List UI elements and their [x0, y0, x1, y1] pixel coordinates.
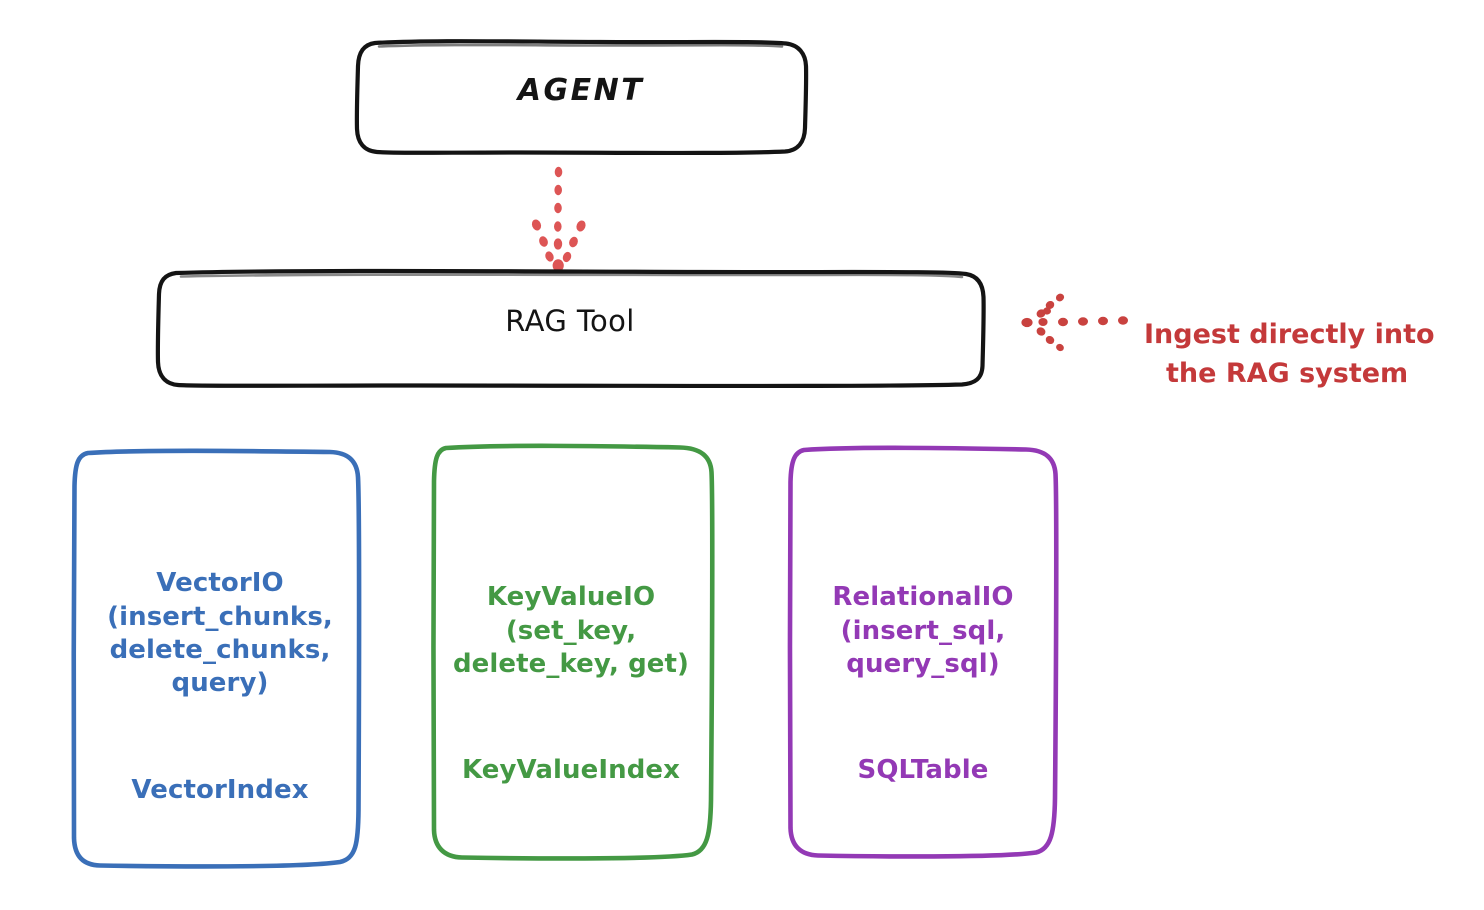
- relational-io-box[interactable]: [787, 445, 1059, 859]
- agent-to-rag-arrow: [531, 166, 586, 272]
- rag-tool-label: RAG Tool: [505, 304, 635, 338]
- vector-io-label: VectorIO (insert_chunks, delete_chunks, …: [70, 534, 370, 840]
- agent-box[interactable]: [354, 39, 809, 156]
- rag-tool-box[interactable]: [155, 268, 986, 389]
- agent-label: AGENT: [517, 73, 645, 108]
- key-value-io-label: KeyValueIO (set_key, delete_key, get) Ke…: [428, 548, 714, 821]
- ingest-arrow: [1021, 293, 1128, 352]
- vector-index-text: VectorIndex: [131, 774, 309, 805]
- ingest-annotation: Ingest directly into the RAG system: [1144, 278, 1474, 431]
- vector-io-api-text: VectorIO (insert_chunks, delete_chunks, …: [107, 568, 333, 699]
- ingest-annotation-line2: the RAG system: [1166, 357, 1409, 389]
- relational-io-label: RelationalIO (insert_sql, query_sql) SQL…: [788, 548, 1058, 821]
- key-value-io-api-text: KeyValueIO (set_key, delete_key, get): [452, 582, 690, 679]
- relational-io-api-text: RelationalIO (insert_sql, query_sql): [832, 582, 1014, 679]
- key-value-io-box[interactable]: [431, 443, 715, 861]
- ingest-annotation-line1: Ingest directly into: [1144, 319, 1435, 351]
- sql-table-text: SQLTable: [857, 755, 989, 786]
- vector-io-box[interactable]: [71, 448, 362, 869]
- key-value-index-text: KeyValueIndex: [461, 755, 681, 786]
